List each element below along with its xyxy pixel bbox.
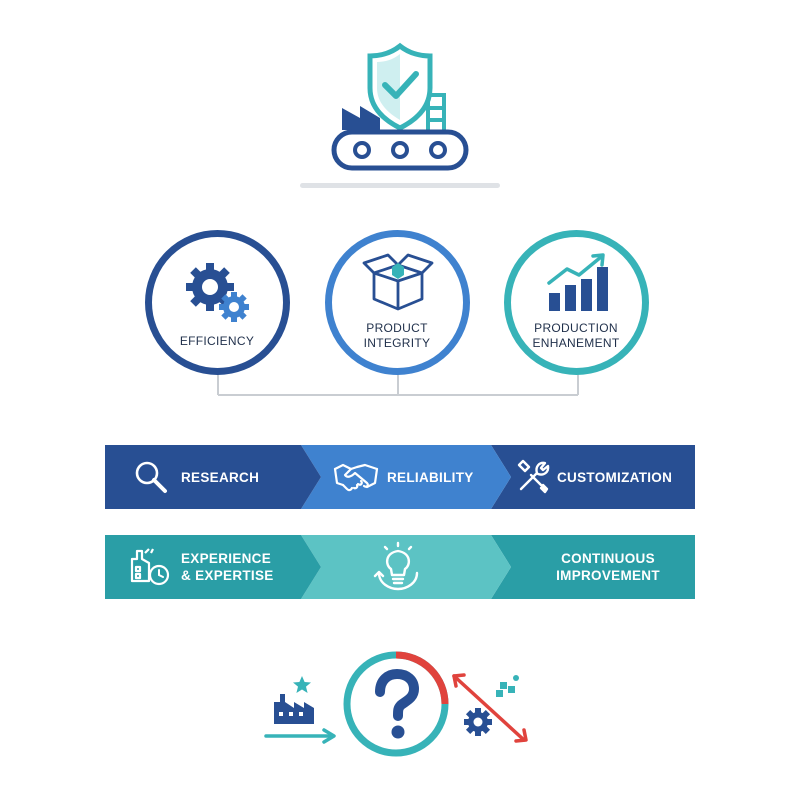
header-divider — [300, 183, 500, 188]
handshake-icon — [333, 463, 379, 492]
circle-production-enhanement-label: PRODUCTION ENHANEMENT — [532, 321, 620, 350]
segment-research-bg — [105, 445, 321, 509]
band-experience-improvement: EXPERIENCE & EXPERTISE CONTINUOUS IMPROV… — [105, 535, 695, 599]
segment-continuous-improvement-bg — [491, 535, 695, 599]
segment-research-label: RESEARCH — [181, 470, 260, 485]
factory-star-icon — [264, 676, 336, 744]
gear-cross-arrows-icon — [452, 673, 528, 743]
band-research-reliability-customization: RESEARCH RELIABILITY CUSTOMIZATION — [105, 445, 695, 509]
segment-customization-label: CUSTOMIZATION — [557, 470, 673, 485]
circle-production-enhanement: PRODUCTION ENHANEMENT — [503, 229, 650, 376]
factory-clock-icon — [130, 548, 170, 586]
segment-experience-label: EXPERIENCE & EXPERTISE — [181, 551, 274, 583]
circle-efficiency-label: EFFICIENCY — [179, 334, 255, 348]
lightbulb-cycle-icon — [373, 541, 419, 591]
open-box-icon — [362, 253, 434, 311]
circle-efficiency: EFFICIENCY — [144, 229, 291, 376]
magnifier-icon — [135, 461, 167, 493]
tools-icon — [517, 459, 550, 494]
segment-reliability-label: RELIABILITY — [387, 470, 474, 485]
segment-reliability-bg — [301, 445, 511, 509]
segment-customization-bg — [491, 445, 695, 509]
circle-product-integrity: PRODUCT INTEGRITY — [324, 229, 471, 376]
gears-icon — [186, 263, 249, 322]
circle-product-integrity-label: PRODUCT INTEGRITY — [363, 321, 431, 350]
bar-chart-up-icon — [547, 253, 608, 311]
segment-continuous-improvement-label: CONTINUOUS IMPROVEMENT — [556, 551, 660, 583]
question-mark-icon — [343, 651, 449, 757]
shield-check-conveyor-icon — [331, 42, 469, 171]
